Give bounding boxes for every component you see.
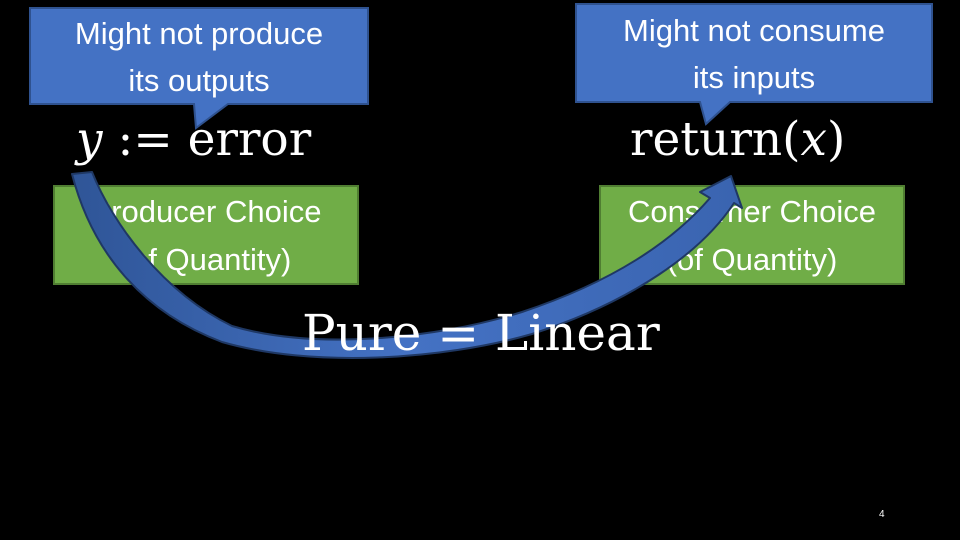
consumer-callout-line2: its inputs <box>692 60 816 95</box>
pure-linear-equation: Pure = Linear <box>302 304 660 362</box>
consumer-callout-line1: Might not consume <box>623 13 885 48</box>
producer-callout-line2: its outputs <box>128 63 270 98</box>
producer-callout-shape <box>29 7 369 130</box>
return-formula: return(x) <box>630 112 845 167</box>
producer-choice-line1: Producer Choice <box>90 194 322 229</box>
return-formula-close: ) <box>827 112 846 167</box>
return-formula-var: x <box>800 112 828 167</box>
producer-callout: Might not produce its outputs <box>30 10 368 104</box>
assign-formula: y := error <box>76 112 311 167</box>
consumer-choice-line1: Consumer Choice <box>627 194 877 229</box>
curved-arrow-icon <box>71 171 743 359</box>
consumer-choice: Consumer Choice (of Quantity) <box>600 188 904 284</box>
producer-callout-line1: Might not produce <box>74 16 324 51</box>
page-number: 4 <box>879 509 885 520</box>
assign-formula-word: error <box>187 112 312 167</box>
consumer-choice-box <box>599 185 905 285</box>
return-formula-word: return( <box>630 112 801 167</box>
consumer-callout: Might not consume its inputs <box>576 7 932 101</box>
assign-formula-var: y <box>76 112 103 167</box>
assign-formula-op: := <box>102 112 188 167</box>
consumer-callout-shape <box>575 3 933 126</box>
